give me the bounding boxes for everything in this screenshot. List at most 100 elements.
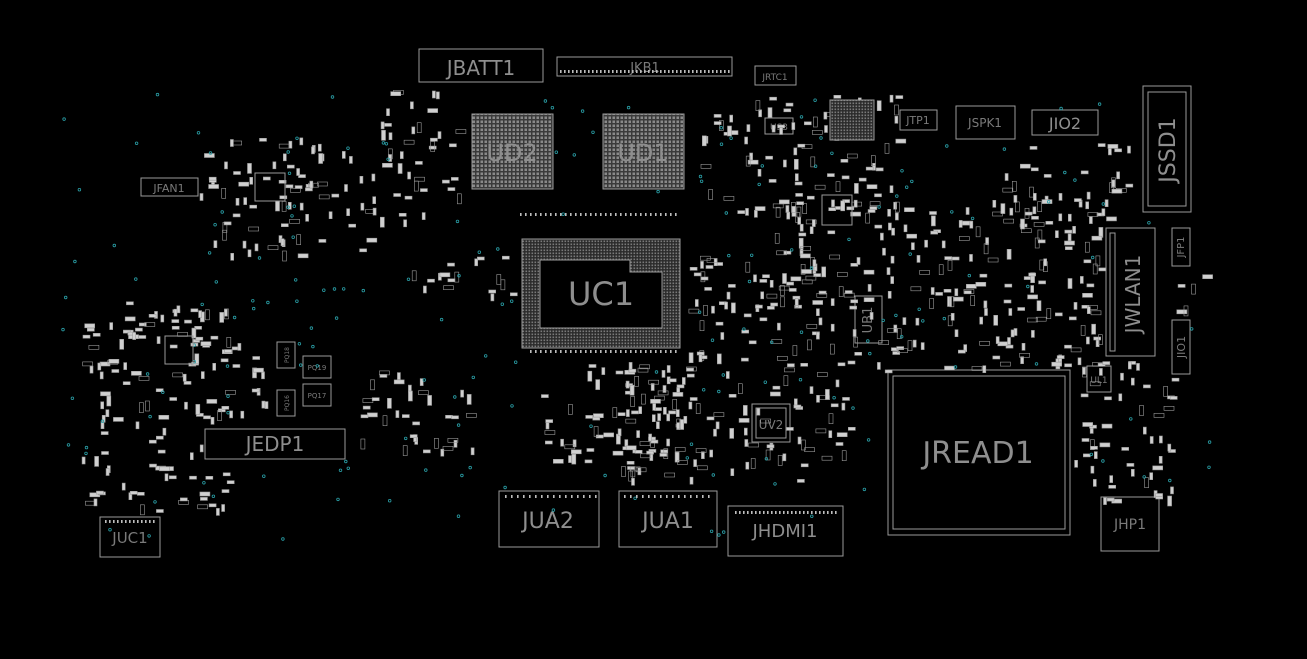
chip-ul1[interactable]: UL1 (1086, 365, 1112, 393)
connector-jrtc1[interactable]: JRTC1 (754, 65, 797, 86)
connector-pin (559, 495, 561, 498)
connector-jfan1[interactable]: JFAN1 (140, 177, 199, 197)
connector-jkb1[interactable]: JKB1 (556, 56, 733, 77)
usbc-juc1[interactable]: JUC1 (99, 516, 161, 558)
usb-jua2[interactable]: JUA2 (498, 490, 600, 548)
passive-component (836, 432, 848, 438)
connector-pin (696, 70, 698, 73)
passive-component (766, 293, 778, 299)
passive-component (171, 319, 180, 323)
passive-component (205, 309, 210, 321)
passive-component (805, 219, 817, 225)
usb-jua1[interactable]: JUA1 (618, 490, 718, 548)
passive-component (1021, 342, 1026, 351)
passive-component (846, 153, 858, 159)
passive-component (401, 414, 410, 418)
via (70, 396, 75, 400)
passive-component (827, 173, 835, 177)
passive-component (797, 436, 802, 445)
passive-component (821, 455, 833, 461)
passive-component (811, 130, 823, 135)
connector-pin (565, 495, 567, 498)
via (1101, 202, 1105, 206)
passive-component (741, 329, 750, 334)
passive-component (1074, 459, 1078, 468)
via (153, 500, 157, 504)
card-reader-jread1[interactable]: JREAD1 (887, 369, 1071, 536)
passive-component (404, 195, 413, 200)
connector-jedp1[interactable]: JEDP1 (204, 428, 346, 460)
small-components (61, 70, 1213, 541)
passive-component (119, 338, 124, 350)
connector-pin (665, 213, 667, 216)
via (66, 443, 71, 447)
memory-ud1[interactable]: UD1 (602, 113, 685, 190)
connector-pin (708, 495, 710, 498)
passive-component (206, 399, 218, 404)
passive-component (476, 256, 485, 261)
connector-jio2[interactable]: JIO2 (1031, 109, 1099, 136)
connector-jwlan1[interactable]: JWLAN1 (1105, 227, 1156, 357)
chip-ub1[interactable]: UB1 (854, 295, 883, 344)
passive-component (384, 123, 392, 127)
passive-component (592, 416, 601, 421)
passive-component (299, 202, 304, 211)
passive-component (1080, 276, 1084, 284)
via (496, 247, 500, 251)
audio-jhp1[interactable]: JHP1 (1100, 496, 1160, 552)
passive-component (872, 163, 876, 171)
connector-pin (791, 511, 793, 514)
via (453, 395, 457, 399)
pq19-label: PQ19 (308, 364, 327, 372)
connector-jfp1[interactable]: JFP1 (1171, 227, 1191, 267)
mosfet-pq18[interactable]: PQ18 (276, 341, 296, 369)
passive-component (1011, 181, 1017, 192)
mosfet-pq19[interactable]: PQ19 (302, 355, 332, 379)
connector-pin (535, 350, 537, 353)
passive-component (975, 226, 981, 238)
connector-jssd1[interactable]: JSSD1 (1142, 85, 1192, 213)
passive-component (876, 100, 882, 111)
passive-component (729, 114, 734, 123)
connector-pin (831, 511, 833, 514)
passive-component (296, 168, 300, 176)
cpu-uc1[interactable]: UC1 (521, 238, 681, 349)
passive-component (1029, 186, 1034, 198)
passive-component (1098, 267, 1107, 272)
passive-component (1010, 329, 1015, 338)
passive-component (906, 233, 918, 239)
via (1063, 170, 1067, 175)
connector-pin (630, 495, 632, 498)
hdmi-jhdmi1[interactable]: JHDMI1 (727, 505, 844, 557)
via (1129, 417, 1133, 421)
passive-component (854, 351, 863, 356)
passive-component (247, 249, 252, 258)
passive-component (1144, 477, 1149, 489)
passive-component (755, 304, 763, 309)
mosfet-pq16[interactable]: PQ16 (276, 389, 296, 417)
chip-uv2[interactable]: UV2 (751, 403, 791, 443)
via (799, 330, 804, 334)
passive-component (169, 344, 178, 349)
via (685, 456, 689, 460)
passive-component (280, 238, 285, 246)
passive-component (205, 475, 214, 480)
chip-jtp1[interactable]: JTP1 (899, 109, 938, 131)
passive-component (723, 196, 735, 201)
mosfet-pq17[interactable]: PQ17 (302, 383, 332, 407)
connector-jbatt1[interactable]: JBATT1 (418, 48, 544, 83)
passive-component (837, 362, 846, 367)
via (484, 354, 488, 358)
memory-ud2[interactable]: UD2 (471, 113, 554, 190)
via (287, 171, 292, 175)
connector-pin (117, 520, 119, 523)
passive-component (442, 179, 450, 184)
passive-component (800, 463, 809, 468)
connector-jio1[interactable]: JIO1 (1171, 319, 1191, 375)
passive-component (169, 397, 177, 401)
passive-component (929, 298, 934, 309)
passive-component (716, 353, 722, 365)
passive-component (794, 298, 799, 306)
connector-jspk1[interactable]: JSPK1 (955, 105, 1016, 140)
passive-component (1101, 423, 1113, 429)
